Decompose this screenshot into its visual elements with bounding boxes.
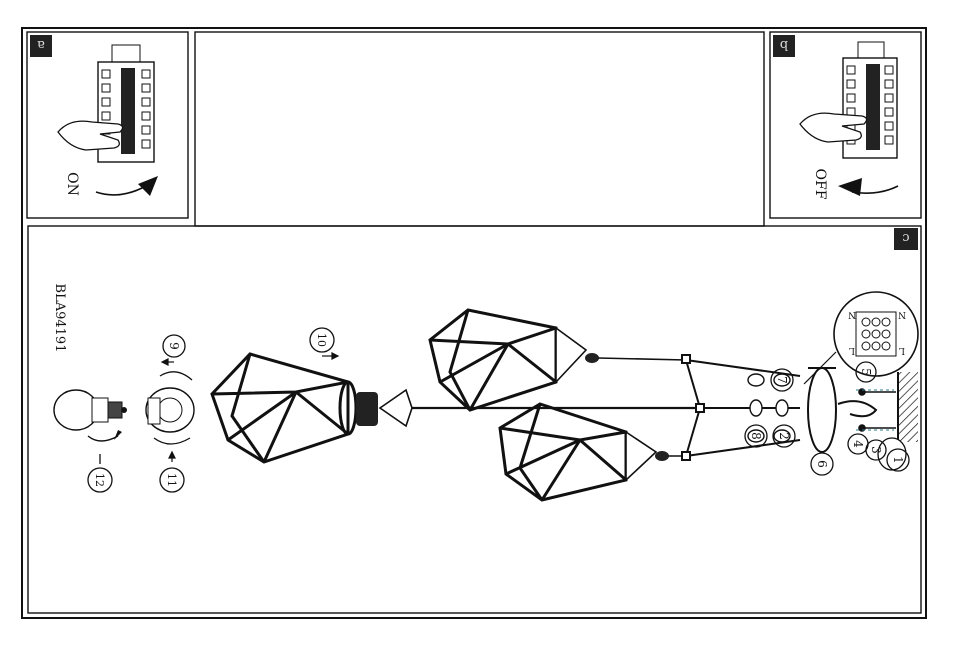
label-on: ON <box>64 172 80 196</box>
terminal-block-detail: N L N L <box>803 291 919 385</box>
step-5: 5 <box>859 368 873 376</box>
wire-label-l: L <box>849 345 855 355</box>
step-numbers <box>87 327 910 493</box>
screw-icon <box>747 373 791 443</box>
arrow-head <box>138 176 158 196</box>
step-9: 9 <box>167 342 181 350</box>
step-11: 11 <box>165 473 178 487</box>
shade-ring-icon <box>145 387 195 433</box>
outer-frame <box>21 27 927 619</box>
step-7-circle <box>770 368 794 392</box>
panel-badge-b <box>773 35 795 57</box>
panel-badge-c <box>894 228 918 250</box>
step-6-circle <box>810 452 834 476</box>
step-2-circle <box>772 424 796 448</box>
hand-icon <box>799 112 868 143</box>
lamp-shade-icon <box>428 308 558 412</box>
cable <box>597 357 687 361</box>
rotation-arrow-icon <box>159 371 193 381</box>
lamp-shade-icon <box>498 402 628 502</box>
terminal-label-l: L <box>899 345 905 355</box>
label-off: OFF <box>812 169 828 200</box>
panel-badge-a <box>30 35 52 57</box>
cable-cone <box>625 430 658 482</box>
terminal-label-n: N <box>898 309 906 319</box>
step-10: 10 <box>315 333 328 347</box>
step-10-circle <box>309 327 335 353</box>
step-5-circle <box>855 361 877 383</box>
step-4-circle <box>847 433 869 455</box>
cable-cone <box>378 388 413 428</box>
step-12-circle <box>87 467 113 493</box>
panel-badge-b-text: b <box>780 37 788 52</box>
socket-icon <box>585 353 599 363</box>
top-center-panel <box>194 31 765 227</box>
step-4: 4 <box>851 440 865 448</box>
step-1: 1 <box>891 456 905 464</box>
wire-label-n: N <box>848 309 856 319</box>
step-labels: 1 2 3 4 5 6 7 8 9 10 11 12 <box>93 333 905 487</box>
rotation-arrow-icon <box>153 437 191 445</box>
panel-badge-a-text: a <box>37 37 45 52</box>
socket-icon <box>655 451 669 461</box>
step-7: 7 <box>775 376 789 384</box>
arrow-head <box>838 178 862 196</box>
step-12: 12 <box>93 473 106 487</box>
step-2: 2 <box>777 432 791 440</box>
panel-badge-c-text: c <box>902 230 909 245</box>
step-9-circle <box>162 334 186 358</box>
cable-cone <box>555 326 588 385</box>
light-bulb-icon <box>53 389 127 431</box>
model-number: BLA94191 <box>52 284 67 353</box>
step-1-circle <box>886 448 910 472</box>
step-3: 3 <box>869 446 883 454</box>
mounting-screws <box>858 388 896 432</box>
step-8-circle <box>744 424 768 448</box>
hand-icon <box>57 120 124 151</box>
panel-switch-on: a ON <box>26 31 189 219</box>
step-11-circle <box>159 467 185 493</box>
step-8: 8 <box>749 432 763 440</box>
breaker-switch-icon <box>842 41 898 159</box>
arrow-head <box>114 430 122 440</box>
panel-switch-off: b OFF <box>769 31 922 219</box>
step-arrows <box>160 352 340 462</box>
rotation-arrow-icon <box>87 435 119 442</box>
lamp-shade-icon <box>210 352 358 464</box>
canopy-icon <box>807 367 837 453</box>
step-6: 6 <box>815 460 829 468</box>
rotation-arrow-icon <box>95 185 147 196</box>
ground-wall-icon <box>898 372 918 442</box>
socket-icon <box>356 392 378 426</box>
mains-wires <box>837 400 878 418</box>
